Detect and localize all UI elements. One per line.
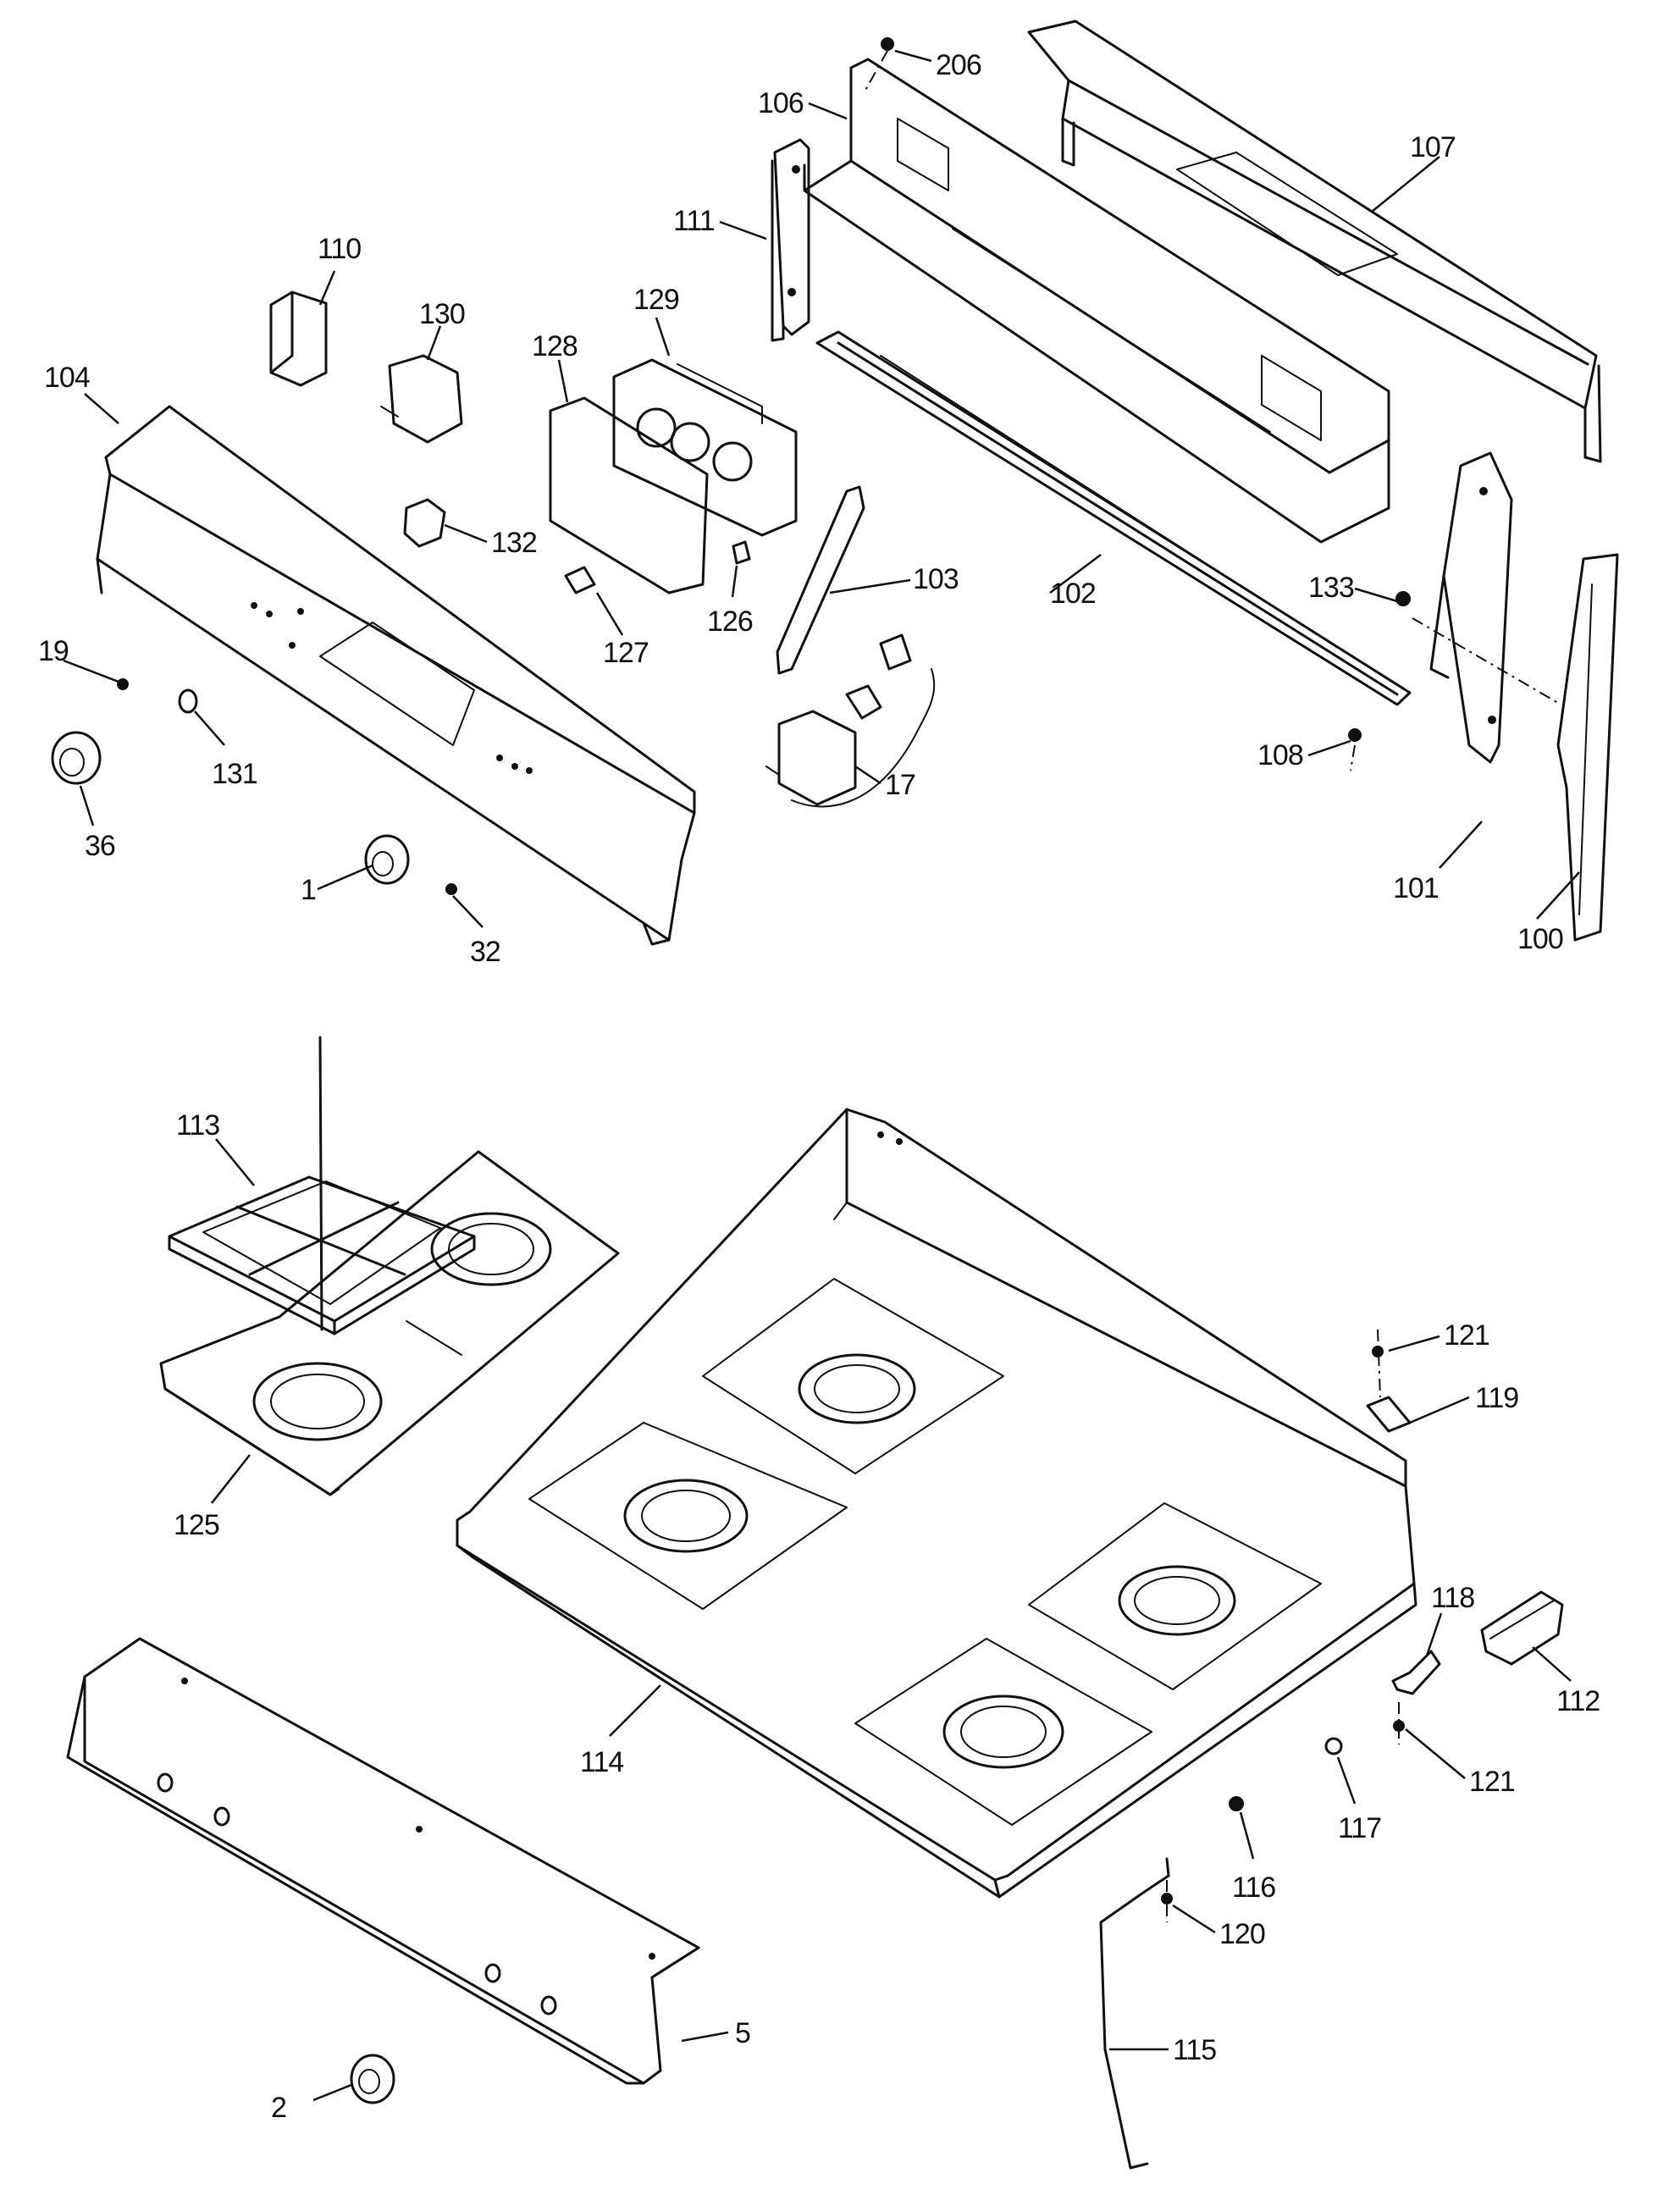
callout-112: 112	[1556, 1685, 1600, 1717]
callout-110: 110	[318, 233, 361, 265]
part-126-clip	[732, 540, 751, 565]
callout-111: 111	[673, 205, 715, 237]
part-121-screw-top	[1372, 1346, 1384, 1357]
callout-19: 19	[38, 635, 69, 667]
part-100-side-trim	[1556, 553, 1619, 942]
callout-114: 114	[580, 1746, 623, 1778]
part-118-bracket	[1391, 1650, 1441, 1695]
callout-117: 117	[1338, 1812, 1381, 1844]
part-2-knob	[350, 2054, 395, 2104]
callout-113: 113	[176, 1109, 219, 1142]
part-1-knob	[364, 834, 410, 885]
callout-130: 130	[419, 298, 465, 330]
callout-107: 107	[1410, 131, 1456, 163]
part-111-bracket	[771, 138, 810, 342]
callout-128: 128	[532, 330, 578, 362]
part-108-screw	[1348, 728, 1362, 742]
part-102-rail	[815, 330, 1412, 706]
part-130-switch	[380, 354, 463, 444]
part-133-nut	[1395, 591, 1411, 606]
part-32-screw	[445, 883, 457, 895]
callout-116: 116	[1232, 1872, 1275, 1904]
part-113-grate	[168, 1036, 476, 1335]
part-119-bracket	[1366, 1396, 1412, 1433]
part-101-side-bracket	[1429, 451, 1513, 764]
part-110-relay	[269, 290, 328, 387]
callout-119: 119	[1475, 1382, 1518, 1414]
part-112-hinge	[1480, 1590, 1564, 1666]
callout-121-bottom: 121	[1469, 1766, 1515, 1798]
part-114-cooktop	[456, 1108, 1418, 1899]
callout-2: 2	[271, 2092, 286, 2124]
part-132-switch	[403, 498, 446, 548]
part-5-manifold-panel	[66, 1637, 700, 2085]
part-129-timer	[612, 358, 798, 537]
part-131-spacer	[178, 688, 198, 714]
part-107-rear-cover	[1027, 19, 1602, 463]
callout-100: 100	[1517, 923, 1563, 955]
callout-126: 126	[707, 605, 753, 638]
callout-36: 36	[85, 830, 115, 862]
part-17-thermostat	[765, 633, 936, 808]
leader-lines	[63, 49, 1580, 2102]
part-115-rod	[1099, 1857, 1170, 2170]
callout-101: 101	[1393, 872, 1439, 904]
callout-121-top: 121	[1444, 1319, 1489, 1352]
callout-129: 129	[633, 284, 679, 316]
callout-131: 131	[212, 758, 257, 790]
callout-32: 32	[470, 936, 500, 968]
part-104-control-panel	[96, 405, 696, 946]
callout-127: 127	[603, 637, 649, 669]
callout-labels: 206 106 107 111 110 130 129 128 104 132 …	[38, 49, 1600, 2124]
callout-206: 206	[936, 49, 981, 81]
callout-104: 104	[44, 362, 90, 394]
callout-108: 108	[1257, 739, 1303, 771]
part-106-back-panel	[803, 58, 1390, 544]
part-125-burner-pan	[159, 1150, 620, 1496]
part-117-nut	[1324, 1737, 1343, 1755]
callout-125: 125	[174, 1509, 219, 1541]
callout-120: 120	[1219, 1918, 1265, 1950]
part-128-lens	[549, 396, 709, 594]
part-19-screw	[117, 678, 129, 690]
part-103-strap	[776, 485, 865, 675]
callout-17: 17	[885, 769, 915, 801]
callout-5: 5	[735, 2017, 750, 2049]
callout-118: 118	[1431, 1582, 1474, 1614]
callout-102: 102	[1050, 578, 1096, 610]
callout-103: 103	[913, 563, 959, 595]
callout-115: 115	[1173, 2034, 1216, 2066]
callout-132: 132	[491, 527, 537, 559]
callout-106: 106	[758, 87, 804, 119]
callout-1: 1	[301, 874, 316, 906]
part-36-knob	[51, 731, 102, 785]
part-116-screw	[1229, 1796, 1244, 1811]
callout-133: 133	[1308, 572, 1354, 604]
part-206-screw	[881, 37, 894, 51]
part-127-clip	[564, 566, 596, 594]
